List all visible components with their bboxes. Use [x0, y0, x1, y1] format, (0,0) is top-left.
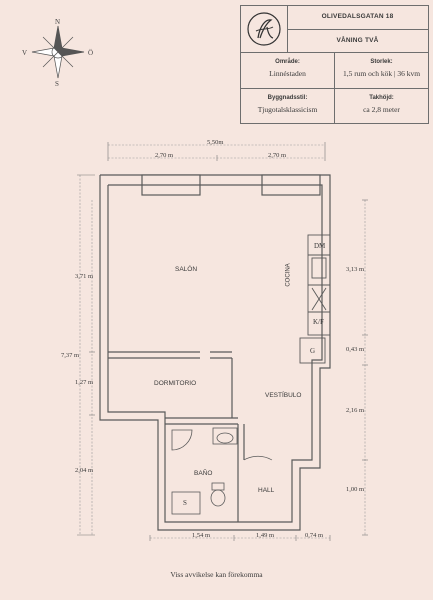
- area-label: Område:: [275, 59, 300, 65]
- dim-top-right: 2,70 m: [268, 152, 287, 159]
- floor-title: VÅNING TVÅ: [336, 37, 379, 44]
- kitchen-counter: [299, 234, 331, 364]
- room-dormitorio-label: DORMITORIO: [154, 380, 197, 387]
- room-vestibulo-label: VESTÍBULO: [265, 392, 302, 399]
- dim-right-2: 0,43 m: [346, 346, 365, 353]
- dim-right-3: 2,16 m: [346, 407, 365, 414]
- logo-icon: [247, 12, 281, 46]
- ceiling-value: ca 2,8 meter: [363, 105, 400, 114]
- dim-bottom-3: 0,74 m: [305, 532, 324, 539]
- room-dm-label: DM: [314, 242, 326, 250]
- disclaimer-text: Viss avvikelse kan förekomma: [170, 570, 263, 579]
- property-info-box: OLIVEDALSGATAN 18 VÅNING TVÅ Område: Lin…: [240, 5, 429, 124]
- dim-left-total: 7,37 m: [61, 352, 80, 359]
- size-value: 1,5 rum och kök | 36 kvm: [342, 69, 421, 78]
- dim-bottom-2: 1,49 m: [256, 532, 275, 539]
- address-title: OLIVEDALSGATAN 18: [321, 13, 394, 20]
- ceiling-label: Takhöjd:: [369, 95, 394, 101]
- compass-south: S: [55, 80, 59, 88]
- room-hall-label: HALL: [258, 487, 275, 494]
- room-cocina-label: COCINA: [285, 263, 292, 287]
- dim-left-1: 3,71 m: [75, 273, 94, 280]
- room-bano-label: BAÑO: [194, 470, 213, 477]
- dim-right-4: 1,00 m: [346, 486, 365, 493]
- compass-west: V: [22, 49, 27, 57]
- style-label: Byggnadsstil:: [267, 95, 308, 101]
- walls: [99, 174, 331, 531]
- dim-left-2: 1,27 m: [75, 379, 94, 386]
- size-label: Storlek:: [370, 59, 393, 65]
- dim-top-total: 5,50m: [207, 139, 224, 146]
- compass-east: Ö: [88, 49, 93, 57]
- dim-bottom-1: 1,54 m: [192, 532, 211, 539]
- room-kf-label: K/F: [313, 318, 324, 326]
- compass-rose: [31, 25, 85, 79]
- bathroom-fixtures: [171, 427, 238, 515]
- dim-top-left: 2,70 m: [155, 152, 174, 159]
- room-salon-label: SALÓN: [175, 266, 198, 273]
- room-s-label: S: [183, 499, 187, 507]
- room-g-label: G: [310, 347, 316, 355]
- compass-north: N: [55, 18, 60, 26]
- dim-left-3: 2,04 m: [75, 467, 94, 474]
- dimension-lines: [79, 144, 366, 539]
- area-value: Linnéstaden: [269, 69, 306, 78]
- style-value: Tjugotalsklassicism: [257, 105, 318, 114]
- dim-right-1: 3,13 m: [346, 266, 365, 273]
